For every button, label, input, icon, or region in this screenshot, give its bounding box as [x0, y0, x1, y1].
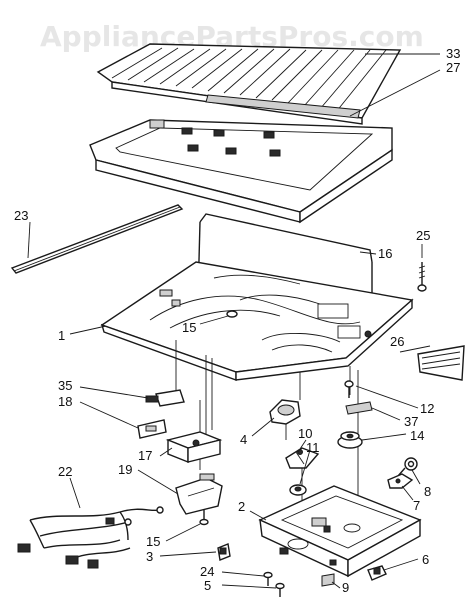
callout-37: 37 [404, 414, 418, 429]
part-22-wire-harness[interactable] [17, 506, 164, 569]
callout-15-upper: 15 [182, 320, 196, 335]
callout-7: 7 [413, 498, 420, 513]
part-10-thermostat[interactable] [285, 447, 320, 469]
callout-35: 35 [58, 378, 72, 393]
callout-22: 22 [58, 464, 72, 479]
callout-10: 10 [298, 426, 312, 441]
callout-24: 24 [200, 564, 214, 579]
part-12-screw[interactable] [344, 380, 354, 398]
callout-18: 18 [58, 394, 72, 409]
part-15-screw-lower[interactable] [199, 510, 209, 526]
part-11-washer[interactable] [289, 484, 307, 496]
callout-19: 19 [118, 462, 132, 477]
part-3-clip[interactable] [217, 543, 231, 561]
part-8-ring-terminal[interactable] [397, 457, 418, 477]
callout-11: 11 [306, 440, 320, 455]
callout-3: 3 [146, 549, 153, 564]
callout-23: 23 [14, 208, 28, 223]
part-35-clip[interactable] [145, 389, 185, 407]
callout-16: 16 [378, 246, 392, 261]
callout-9: 9 [342, 580, 349, 595]
part-25-screw[interactable] [417, 262, 427, 292]
callout-17: 17 [138, 448, 152, 463]
part-2-housing-tray[interactable] [258, 485, 422, 578]
part-19-bracket[interactable] [175, 473, 223, 515]
part-37-clip[interactable] [345, 401, 373, 415]
part-26-tape[interactable] [417, 345, 465, 381]
callout-6: 6 [422, 552, 429, 567]
part-27-shelf-frame[interactable] [89, 119, 393, 224]
part-33-grille-shelf[interactable] [96, 43, 402, 125]
part-14-knob[interactable] [337, 431, 363, 449]
callout-33: 33 [446, 46, 460, 61]
callout-8: 8 [424, 484, 431, 499]
callout-12: 12 [420, 401, 434, 416]
part-6-switch[interactable] [367, 565, 387, 581]
part-24-screw[interactable] [263, 571, 273, 587]
part-7-sensor[interactable] [387, 473, 414, 489]
part-18-bracket[interactable] [137, 419, 167, 439]
callout-4: 4 [240, 432, 247, 447]
callout-1: 1 [58, 328, 65, 343]
callout-2: 2 [238, 499, 245, 514]
part-4-knob[interactable] [269, 399, 301, 440]
part-23-trim-strip[interactable] [10, 204, 184, 274]
callout-15-lower: 15 [146, 534, 160, 549]
part-5-screw[interactable] [275, 582, 285, 598]
callout-5: 5 [204, 578, 211, 593]
callout-25: 25 [416, 228, 430, 243]
callout-26: 26 [390, 334, 404, 349]
part-9-foot[interactable] [321, 573, 335, 587]
callout-labels: 33 27 23 16 25 1 15 26 35 18 12 37 14 4 … [14, 46, 460, 595]
part-1-evaporator-plate[interactable] [100, 261, 414, 381]
leader-lines [27, 53, 441, 589]
callout-14: 14 [410, 428, 424, 443]
part-17-control-box[interactable] [165, 431, 223, 464]
callout-27: 27 [446, 60, 460, 75]
